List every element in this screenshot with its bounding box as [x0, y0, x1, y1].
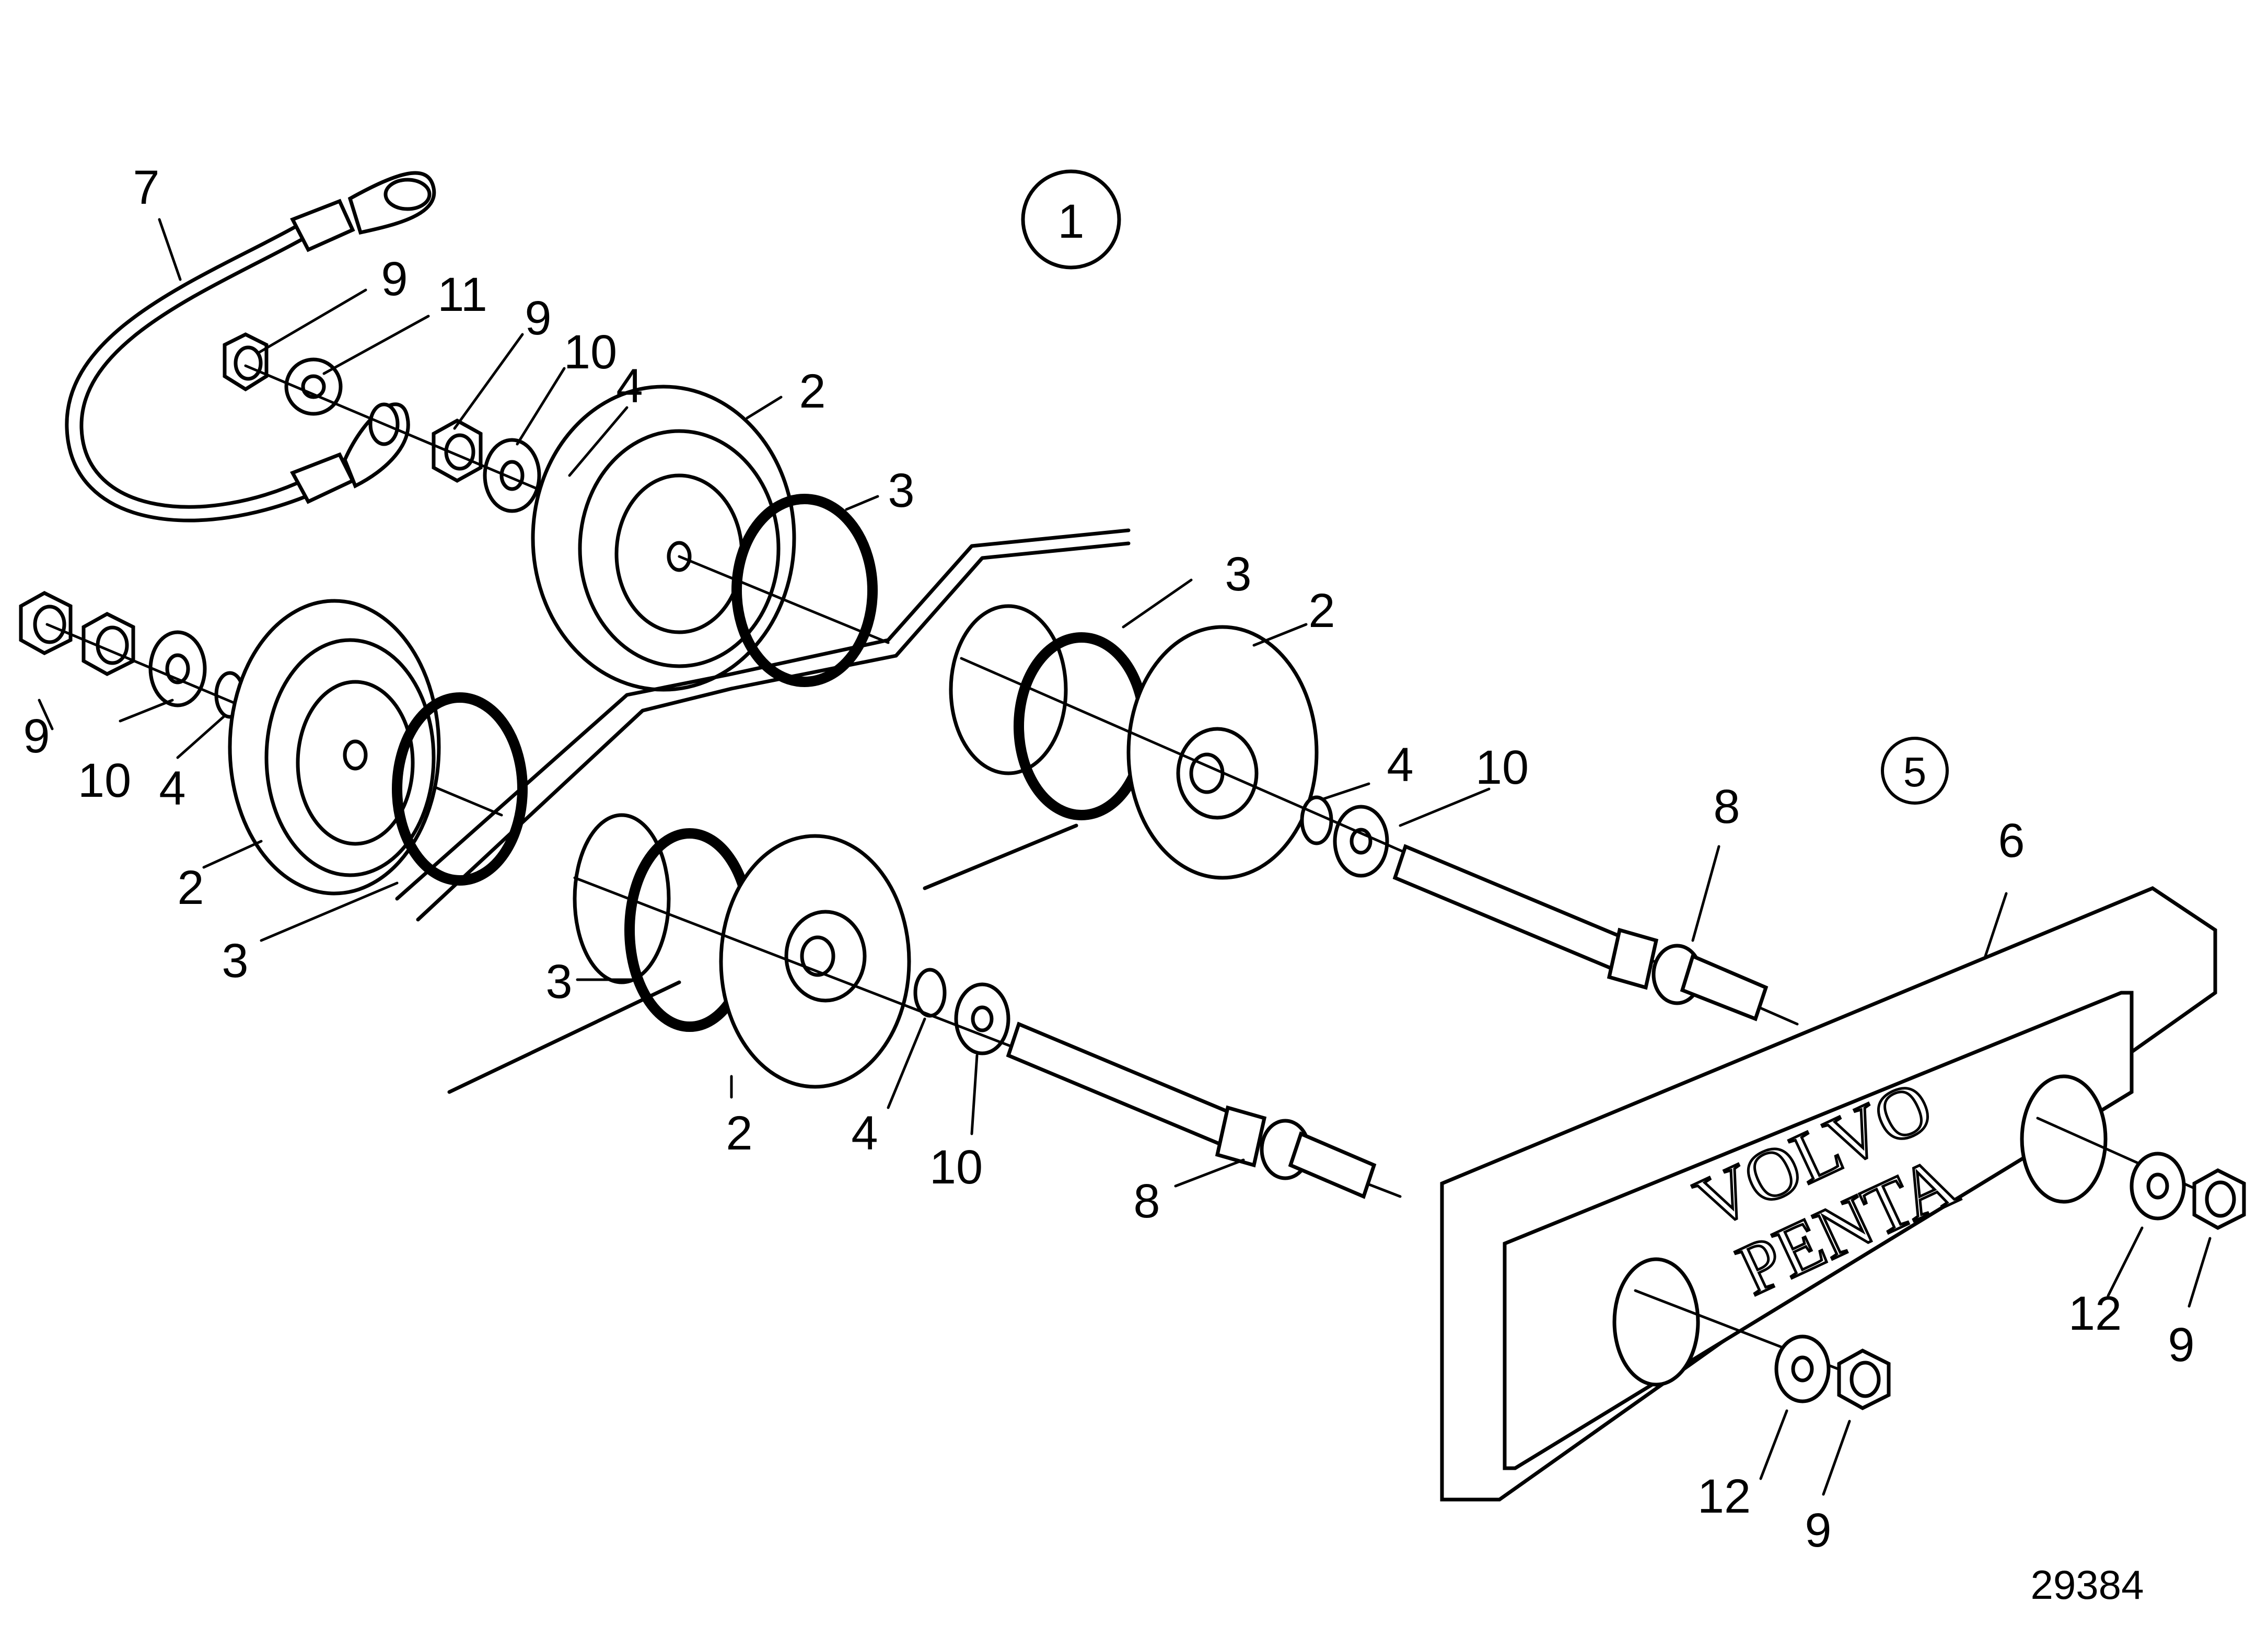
plate-hole-right: [2020, 1074, 2108, 1204]
callout-4-o-ring: 4: [851, 1107, 878, 1160]
callout-4-o-ring: 4: [1387, 738, 1413, 792]
callout-12-washer: 12: [2068, 1287, 2122, 1340]
callout-6-plate: 6: [1998, 814, 2025, 867]
callout-3-seal: 3: [222, 934, 248, 988]
callouts: 7 9 11 9 10 4 2 3 3 2 9 10 4 2 3 4 10 8 …: [23, 161, 2194, 1557]
callout-10-washer: 10: [1475, 741, 1529, 794]
callout-3-seal: 3: [545, 955, 572, 1008]
stud-bolt-8-upper: [1392, 844, 1633, 974]
upper-anode: [531, 385, 890, 692]
callout-3-seal: 3: [888, 464, 914, 517]
left-anode: [228, 599, 528, 896]
leader-lines: [38, 218, 2212, 1496]
group-marker-1: 1: [1021, 169, 1121, 270]
callout-9-nut: 9: [381, 252, 408, 306]
callout-9-nut: 9: [1805, 1504, 1831, 1557]
callout-2-anode: 2: [726, 1107, 752, 1160]
callout-9-nut: 9: [2168, 1318, 2194, 1372]
o-ring-4-right-upper: [1300, 795, 1333, 845]
callout-2-anode: 2: [799, 365, 825, 418]
callout-2-anode: 2: [177, 861, 204, 914]
callout-12-washer: 12: [1697, 1470, 1751, 1523]
o-ring-4-lower: [913, 968, 947, 1018]
callout-4-o-ring: 4: [616, 359, 643, 413]
callout-2-anode: 2: [1308, 584, 1335, 637]
group-label-1: 1: [1057, 195, 1084, 248]
callout-10-washer: 10: [929, 1141, 983, 1194]
callout-11-washer: 11: [437, 268, 487, 321]
callout-7: 7: [133, 161, 159, 214]
callout-10-washer: 10: [564, 326, 617, 379]
anode-plate: VOLVO PENTA: [1440, 886, 2246, 1502]
lower-anode: [573, 813, 1402, 1199]
callout-3-seal: 3: [1225, 548, 1251, 601]
group-label-5: 5: [1903, 749, 1927, 795]
callout-9-nut: 9: [23, 710, 50, 763]
callout-8-stud: 8: [1133, 1175, 1160, 1228]
figure-number: 29384: [2031, 1562, 2144, 1608]
right-upper-anode: [949, 604, 1799, 1026]
stud-bolt-8-lower: [1006, 1021, 1246, 1152]
seal-ring-3-left: [392, 692, 528, 886]
callout-8-stud: 8: [1713, 780, 1740, 833]
callout-4-o-ring: 4: [159, 762, 185, 815]
callout-10-washer: 10: [78, 754, 131, 807]
callout-9-nut: 9: [525, 292, 551, 345]
plate-hole-left: [1612, 1257, 1700, 1387]
seal-ring-3-upper: [731, 494, 878, 687]
group-marker-5: 5: [1881, 737, 1949, 805]
hull-section: [395, 528, 1131, 1094]
